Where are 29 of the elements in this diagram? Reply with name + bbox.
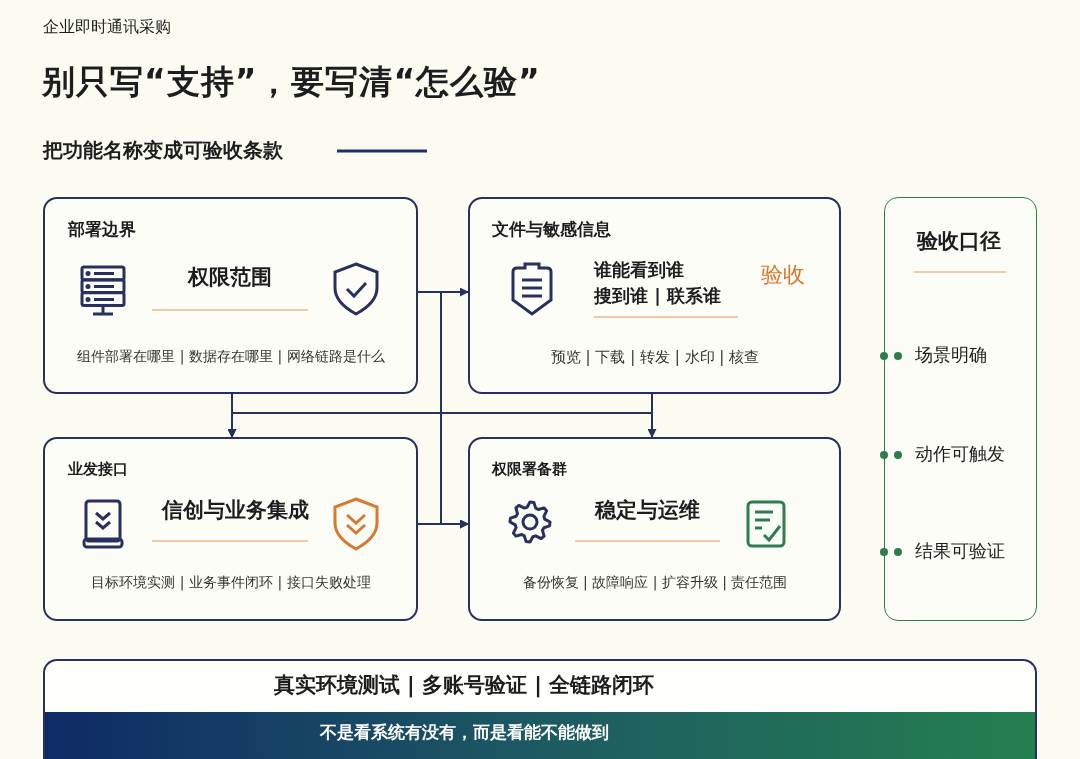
section-card <box>43 197 418 394</box>
section-card <box>468 197 841 394</box>
criterion-text: 动作可触发 <box>915 443 1005 465</box>
card-title: 谁能看到谁 <box>594 259 684 281</box>
title: 别只写“支持”，要写清“怎么验” <box>42 62 541 102</box>
item-list: 目标环境实测 | 业务事件闭环 | 接口失败处理 <box>55 574 407 591</box>
card-title: 权限范围 <box>186 265 273 291</box>
card-title: 稳定与运维 <box>593 498 701 524</box>
item-list: 备份恢复 | 故障响应 | 扩容升级 | 责任范围 <box>480 574 830 591</box>
panel-heading: 验收口径 <box>915 229 1002 255</box>
section-card <box>468 437 841 621</box>
criterion-text: 结果可验证 <box>915 540 1005 562</box>
card-heading: 业发接口 <box>68 460 128 478</box>
header-label: 企业即时通讯采购 <box>43 17 171 37</box>
card-title: 搜到谁 | 联系谁 <box>594 285 722 307</box>
card-heading: 权限署备群 <box>492 460 567 478</box>
criterion-text: 场景明确 <box>915 344 987 366</box>
subtitle: 把功能名称变成可验收条款 <box>43 138 283 162</box>
item-list: 预览 | 下载 | 转发 | 水印 | 核查 <box>480 348 830 366</box>
card-heading: 部署边界 <box>68 219 136 240</box>
connector-arrow <box>417 519 469 529</box>
section-card <box>43 437 418 621</box>
accent-label: 验收 <box>760 262 806 289</box>
summary-banner <box>43 659 1037 759</box>
item-list: 组件部署在哪里 | 数据存在哪里 | 网络链路是什么 <box>55 348 407 365</box>
banner-text: 真实环境测试 | 多账号验证 | 全链路闭环 <box>272 673 656 699</box>
card-heading: 文件与敏感信息 <box>492 219 611 240</box>
card-title: 信创与业务集成 <box>160 498 310 524</box>
banner-tagline: 不是看系统有没有，而是看能不能做到 <box>318 722 610 743</box>
